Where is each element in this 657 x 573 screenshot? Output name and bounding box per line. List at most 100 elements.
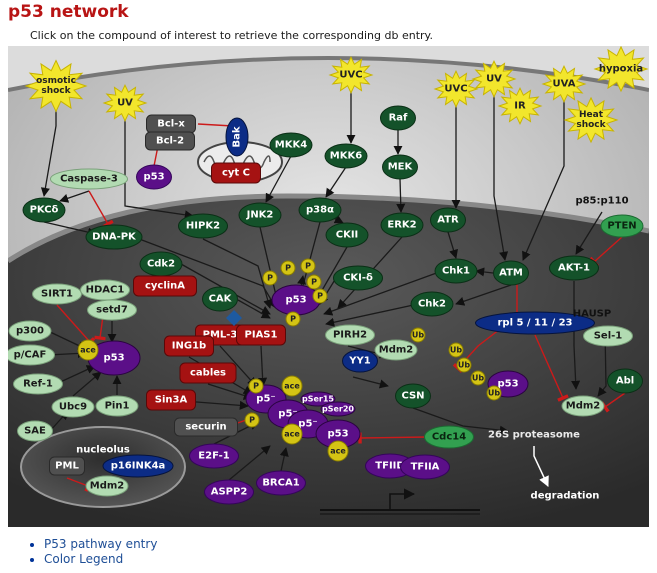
- acetyl-marker: ace: [281, 375, 303, 397]
- p85-p110-node[interactable]: p85:p110: [575, 196, 628, 207]
- p53-mito-shape: [136, 164, 172, 190]
- hipk2-label: HIPK2: [186, 221, 220, 232]
- erk2-node[interactable]: ERK2: [380, 212, 424, 238]
- cdc14-node[interactable]: Cdc14: [424, 425, 474, 449]
- acetyl-marker: ace: [281, 423, 303, 445]
- proteasome-node[interactable]: 26S proteasome: [488, 430, 580, 441]
- p53-hub[interactable]: p53: [271, 284, 321, 316]
- raf-node[interactable]: Raf: [380, 105, 416, 131]
- dna-pk-node[interactable]: DNA-PK: [85, 224, 143, 250]
- ir-node[interactable]: IR: [497, 87, 543, 125]
- mkk4-node[interactable]: MKK4: [269, 132, 313, 158]
- bak-node[interactable]: Bak: [225, 117, 249, 157]
- pias1-node[interactable]: PIAS1: [236, 324, 286, 346]
- pml-node[interactable]: PML: [49, 456, 85, 476]
- mkk6-node[interactable]: MKK6: [324, 143, 368, 169]
- p53-left-label: p53: [103, 353, 124, 364]
- rpl-node[interactable]: rpl 5 / 11 / 23: [475, 311, 595, 335]
- sin3a-node[interactable]: Sin3A: [146, 389, 196, 411]
- p38a-node[interactable]: p38α: [298, 197, 342, 223]
- abl-node[interactable]: Abl: [607, 368, 643, 394]
- ing1b-node[interactable]: ING1b: [164, 335, 214, 357]
- phospho-marker-label: P: [267, 274, 273, 283]
- p300-node[interactable]: p300: [8, 320, 52, 342]
- hipk2-node[interactable]: HIPK2: [178, 213, 228, 239]
- phospho-marker: P: [248, 378, 264, 394]
- ckii-node[interactable]: CKII: [325, 222, 369, 248]
- akt-1-node[interactable]: AKT-1: [549, 255, 599, 281]
- mdm2-right-label: Mdm2: [566, 401, 601, 412]
- hypoxia-node[interactable]: hypoxia: [593, 46, 649, 93]
- ubc9-node[interactable]: Ubc9: [51, 396, 95, 418]
- color-legend-link[interactable]: Color Legend: [44, 552, 124, 566]
- p53-mito-node[interactable]: p53: [136, 164, 172, 190]
- p53-pathway-entry-link[interactable]: P53 pathway entry: [44, 537, 158, 551]
- cyt-c-node[interactable]: cyt C: [211, 162, 261, 184]
- pkcd-node[interactable]: PKCδ: [22, 197, 66, 223]
- mdm2-nucleolus-node[interactable]: Mdm2: [85, 475, 129, 497]
- mdm2-center-node[interactable]: Mdm2: [374, 339, 418, 361]
- pin1-node[interactable]: Pin1: [95, 395, 139, 417]
- hdac1-node[interactable]: HDAC1: [80, 279, 130, 301]
- uvc-2-node[interactable]: UVC: [433, 70, 479, 108]
- nucleolus-node[interactable]: nucleolus: [76, 445, 130, 456]
- heat-shock-shape: [563, 96, 619, 144]
- atr-node[interactable]: ATR: [430, 207, 466, 233]
- chk2-node[interactable]: Chk2: [410, 291, 454, 317]
- setd7-node[interactable]: setd7: [87, 299, 137, 321]
- tfiia-label: TFIIA: [411, 462, 440, 473]
- hausp-node[interactable]: HAUSP: [573, 309, 611, 320]
- cables-node[interactable]: cables: [179, 362, 237, 384]
- phospho-marker: P: [300, 258, 316, 274]
- degradation-node[interactable]: degradation: [531, 491, 600, 502]
- caspase-3-node[interactable]: Caspase-3: [50, 168, 128, 190]
- uva-shape: [541, 65, 587, 103]
- aspp2-node[interactable]: ASPP2: [204, 479, 254, 505]
- sirt1-node[interactable]: SIRT1: [32, 283, 82, 305]
- mdm2-right-node[interactable]: Mdm2: [561, 395, 605, 417]
- sel-1-node[interactable]: Sel-1: [583, 325, 633, 347]
- cyt-c-label: cyt C: [222, 168, 250, 179]
- chk1-node[interactable]: Chk1: [434, 258, 478, 284]
- page-title: p53 network: [8, 2, 129, 22]
- activation-edge: [43, 221, 97, 237]
- rpl-label: rpl 5 / 11 / 23: [497, 318, 572, 329]
- pcaf-node[interactable]: p/CAF: [8, 344, 55, 366]
- pirh2-node[interactable]: PIRH2: [325, 324, 375, 346]
- csn-node[interactable]: CSN: [395, 383, 431, 409]
- pias1-label: PIAS1: [245, 330, 278, 341]
- pten-node[interactable]: PTEN: [600, 214, 644, 238]
- tfiia-node[interactable]: TFIIA: [400, 454, 450, 480]
- mdm2-center-shape: [374, 339, 418, 361]
- cak-node[interactable]: CAK: [202, 286, 238, 312]
- jnk2-node[interactable]: JNK2: [238, 202, 282, 228]
- uv-2-node[interactable]: UV: [471, 60, 517, 98]
- phospho-marker: P: [244, 412, 260, 428]
- securin-node[interactable]: securin: [174, 417, 238, 437]
- sirt1-shape: [32, 283, 82, 305]
- atm-node[interactable]: ATM: [493, 260, 529, 286]
- cki-d-node[interactable]: CKI-δ: [333, 265, 383, 291]
- uv-1-node[interactable]: UV: [102, 84, 148, 122]
- aspp2-shape: [204, 479, 254, 505]
- activation-edge: [475, 267, 494, 277]
- mek-node[interactable]: MEK: [382, 154, 418, 180]
- ubc9-shape: [51, 396, 95, 418]
- uvc-1-node[interactable]: UVC: [328, 56, 374, 94]
- e2f-1-node[interactable]: E2F-1: [189, 443, 239, 469]
- uva-node[interactable]: UVA: [541, 65, 587, 103]
- activation-edge: [237, 299, 271, 319]
- bcl-2-node[interactable]: Bcl-2: [145, 131, 195, 151]
- sae-shape: [17, 420, 53, 442]
- yy1-node[interactable]: YY1: [342, 349, 378, 373]
- brca1-node[interactable]: BRCA1: [256, 470, 306, 496]
- cyclin-a-node[interactable]: cyclinA: [133, 275, 197, 297]
- sae-node[interactable]: SAE: [17, 420, 53, 442]
- bcl-x-node[interactable]: Bcl-x: [146, 114, 196, 134]
- ref-1-node[interactable]: Ref-1: [13, 373, 63, 395]
- p16ink4a-node[interactable]: p16INK4a: [102, 454, 174, 478]
- cdk2-node[interactable]: Cdk2: [139, 251, 183, 277]
- uv-2-shape: [471, 60, 517, 98]
